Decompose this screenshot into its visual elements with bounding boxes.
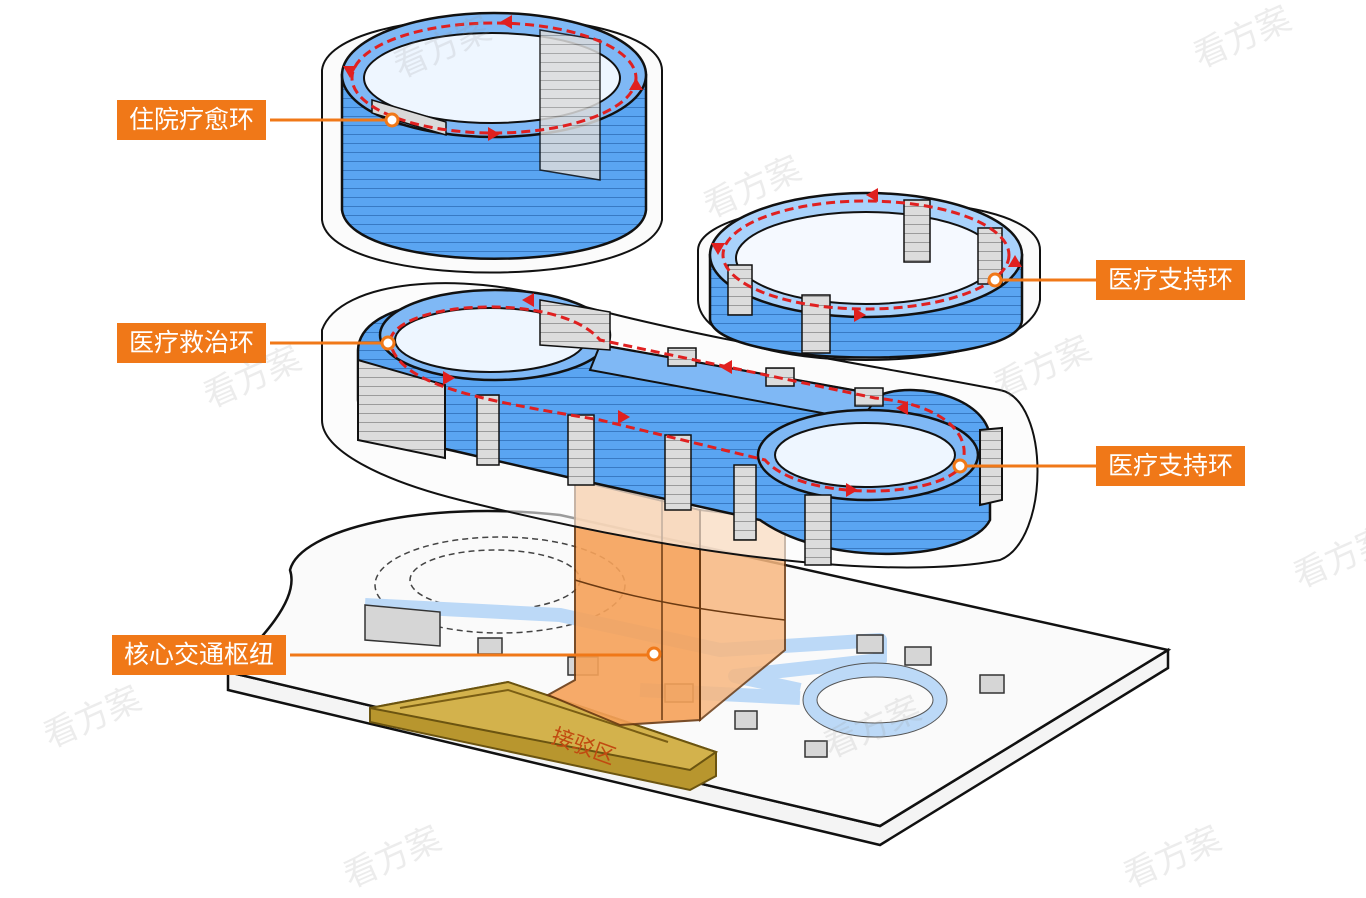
middle-level — [321, 282, 1039, 569]
label-support-ring-bottom: 医疗支持环 — [1096, 446, 1246, 486]
middle-flow-arrows — [443, 293, 908, 497]
label-inpatient-ring: 住院疗愈环 — [117, 100, 267, 140]
leader-lines — [270, 112, 1100, 662]
middle-piers — [476, 347, 884, 566]
support-ring-top — [697, 188, 1041, 361]
label-treatment-ring: 医疗救治环 — [117, 323, 267, 363]
inpatient-ring — [321, 11, 663, 274]
label-support-ring-top: 医疗支持环 — [1096, 260, 1246, 300]
dropoff-zone: 接驳区 — [369, 680, 719, 792]
label-core-hub: 核心交通枢纽 — [112, 635, 287, 675]
ground-loop — [803, 663, 947, 737]
